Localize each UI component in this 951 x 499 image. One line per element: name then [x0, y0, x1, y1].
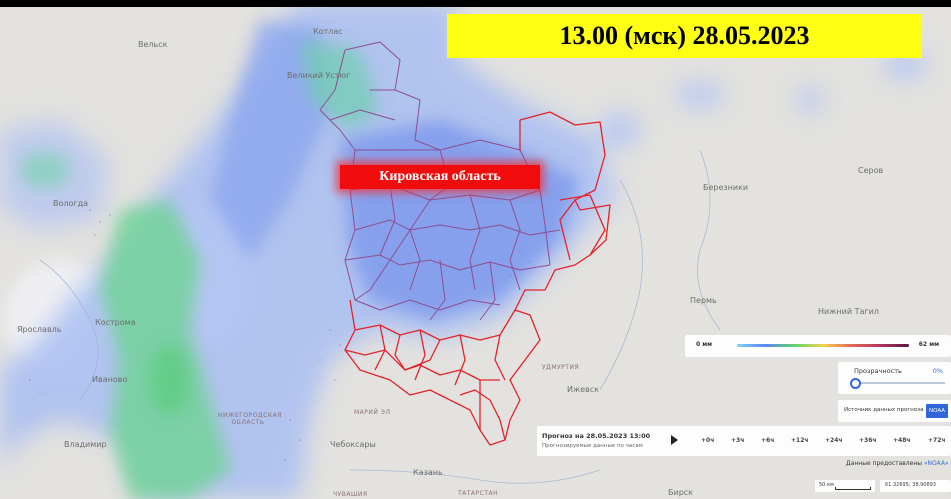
precip-dots [29, 209, 531, 461]
coordinates-readout: 61.32695; 38.90893 [880, 480, 951, 492]
timeline-step[interactable]: +72ч [928, 437, 946, 444]
date-time-banner: 13.00 (мск) 28.05.2023 [447, 14, 922, 58]
timeline-step[interactable]: +12ч [791, 437, 809, 444]
city-perm: Пермь [690, 296, 717, 305]
district-borders [319, 41, 561, 321]
source-label: Источник данных прогноза [844, 407, 924, 413]
city-velikiy-ustyug: Великий Устюг [287, 71, 351, 80]
timeline-subtitle: Прогнозируемые данные по часам [542, 443, 643, 449]
city-velsk: Вельск [138, 40, 168, 49]
city-vladimir: Владимир [64, 440, 107, 449]
region-chuvashiya: ЧУВАШИЯ [333, 491, 368, 498]
timeline-step[interactable]: +24ч [825, 437, 843, 444]
source-noaa-button[interactable]: NOAA [926, 404, 948, 418]
data-provided-text: Данные предоставлены [846, 460, 924, 467]
region-nizhegorodskaya: НИЖЕГОРОДСКАЯ ОБЛАСТЬ [218, 412, 282, 426]
region-mariy-el: МАРИЙ ЭЛ [354, 409, 391, 416]
timeline-step[interactable]: +6ч [761, 437, 775, 444]
data-provided-note: Данные предоставлены «NOAA» [846, 460, 949, 467]
city-birsk: Бирск [668, 488, 693, 497]
precip-heavy [20, 40, 380, 499]
legend-max: 62 мм [918, 341, 939, 348]
city-kostroma: Кострома [95, 318, 136, 327]
timeline-title: Прогноз на 28.05.2023 13:00 [542, 432, 651, 440]
city-kotlas: Котлас [313, 27, 343, 36]
opacity-panel: Прозрачность 0% [838, 362, 951, 394]
rivers [39, 149, 721, 484]
top-black-bar [0, 0, 951, 7]
opacity-slider-track[interactable] [854, 382, 945, 384]
forecast-timeline: Прогноз на 28.05.2023 13:00 Прогнозируем… [537, 426, 951, 456]
legend-gradient [737, 344, 909, 347]
noaa-link[interactable]: «NOAA» [923, 460, 949, 467]
opacity-slider-thumb[interactable] [850, 378, 861, 389]
city-berezniki: Березники [703, 183, 749, 192]
play-icon[interactable] [671, 435, 678, 445]
precip-legend: 0 мм 62 мм [685, 335, 951, 357]
source-panel: Источник данных прогноза NOAA [838, 400, 951, 422]
city-vologda: Вологда [53, 199, 89, 208]
timeline-step[interactable]: +3ч [731, 437, 745, 444]
coordinates-text: 61.32695; 38.90893 [885, 482, 936, 488]
city-nizhniy-tagil: Нижний Тагил [818, 307, 879, 316]
scale-label: 50 км [819, 482, 834, 488]
scale-line [835, 487, 871, 490]
legend-min: 0 мм [696, 341, 713, 348]
region-udmurtiya: УДМУРТИЯ [542, 364, 580, 371]
region-border [344, 111, 611, 446]
city-cheboksary: Чебоксары [330, 440, 376, 449]
timeline-step[interactable]: +48ч [893, 437, 911, 444]
region-tatarstan: ТАТАРСТАН [458, 490, 499, 497]
city-yaroslavl: Ярославль [17, 325, 62, 334]
city-kazan: Казань [413, 468, 443, 477]
city-izhevsk: Ижевск [567, 385, 600, 394]
region-label: Кировская область [340, 165, 540, 189]
timeline-step[interactable]: +36ч [859, 437, 877, 444]
timeline-step[interactable]: +0ч [701, 437, 715, 444]
opacity-value: 0% [932, 367, 943, 375]
opacity-label: Прозрачность [854, 367, 902, 375]
scale-bar: 50 км [815, 480, 875, 492]
city-serov: Серов [858, 166, 884, 175]
city-ivanovo: Иваново [92, 375, 128, 384]
